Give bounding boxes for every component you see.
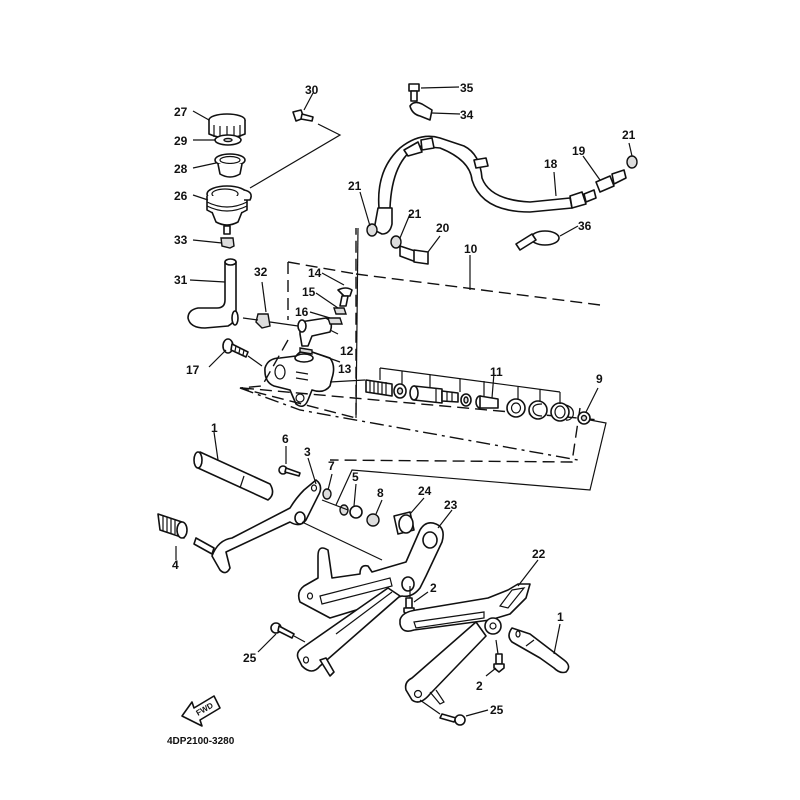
gasket-21-left bbox=[366, 223, 378, 237]
callout-19: 19 bbox=[572, 144, 586, 158]
union-bolt-20 bbox=[399, 245, 429, 265]
callout-35: 35 bbox=[460, 81, 474, 95]
callout-18: 18 bbox=[544, 157, 558, 171]
nut-5 bbox=[339, 504, 363, 519]
reservoir-tank bbox=[206, 185, 252, 235]
callout-9: 9 bbox=[596, 372, 603, 386]
reservoir-bolt bbox=[292, 109, 314, 122]
callout-31: 31 bbox=[174, 273, 188, 287]
fwd-arrow-icon: FWD bbox=[181, 695, 221, 727]
o-ring-13 bbox=[299, 347, 313, 355]
callout-36: 36 bbox=[578, 219, 592, 233]
gasket-21-mid bbox=[390, 235, 402, 249]
callout-3: 3 bbox=[304, 445, 311, 459]
mounting-bolt-17 bbox=[222, 338, 249, 358]
washer-7 bbox=[322, 488, 332, 500]
footrest-left bbox=[193, 451, 274, 501]
callout-12: 12 bbox=[340, 344, 354, 358]
bracket-bolt-25-right bbox=[439, 713, 466, 726]
hose-joint bbox=[297, 317, 333, 347]
master-cylinder-kit bbox=[365, 379, 574, 422]
nut-9 bbox=[577, 411, 591, 425]
callout-13: 13 bbox=[338, 362, 352, 376]
callout-23: 23 bbox=[444, 498, 458, 512]
callout-7: 7 bbox=[328, 459, 335, 473]
callout-6: 6 bbox=[282, 432, 289, 446]
callout-14: 14 bbox=[308, 266, 322, 280]
callout-20: 20 bbox=[436, 221, 450, 235]
callout-labels: 27 29 28 26 33 31 30 32 14 15 16 12 13 1… bbox=[172, 81, 636, 717]
collar-24 bbox=[393, 511, 415, 535]
bolt-35 bbox=[408, 83, 420, 102]
gasket-21-right bbox=[626, 155, 638, 169]
hose-holder-34 bbox=[409, 101, 433, 121]
nut-8 bbox=[366, 513, 380, 527]
callout-30: 30 bbox=[305, 83, 319, 97]
footrest-bracket-left bbox=[296, 522, 444, 677]
reservoir-hose bbox=[187, 258, 239, 329]
union-bolt-19 bbox=[595, 169, 627, 193]
callout-2-upper: 2 bbox=[430, 581, 437, 595]
callout-29: 29 bbox=[174, 134, 188, 148]
hose-clip-upper bbox=[220, 237, 235, 249]
callout-21-mid: 21 bbox=[408, 207, 422, 221]
diagram-code: 4DP2100-3280 bbox=[167, 736, 235, 747]
bracket-bolt-25-left bbox=[270, 622, 295, 639]
washer-15 bbox=[333, 307, 347, 315]
callout-25-left: 25 bbox=[243, 651, 257, 665]
callout-32: 32 bbox=[254, 265, 268, 279]
screw-14 bbox=[337, 287, 353, 307]
callout-24: 24 bbox=[418, 484, 432, 498]
callout-2-lower: 2 bbox=[476, 679, 483, 693]
brake-hose bbox=[373, 135, 597, 235]
callout-27: 27 bbox=[174, 105, 188, 119]
callout-16: 16 bbox=[295, 305, 309, 319]
footrest-bracket-right bbox=[399, 583, 531, 705]
callout-28: 28 bbox=[174, 162, 188, 176]
master-cylinder-body bbox=[264, 349, 335, 408]
callout-25-right: 25 bbox=[490, 703, 504, 717]
callout-11: 11 bbox=[490, 365, 503, 379]
callout-21-right: 21 bbox=[622, 128, 636, 142]
callout-10: 10 bbox=[464, 242, 478, 256]
callout-17: 17 bbox=[186, 363, 200, 377]
clamp-36 bbox=[515, 230, 560, 251]
callout-21-left: 21 bbox=[348, 179, 362, 193]
callout-26: 26 bbox=[174, 189, 188, 203]
callout-15: 15 bbox=[302, 285, 316, 299]
footrest-right bbox=[508, 627, 570, 674]
pedal-rubber bbox=[157, 513, 188, 539]
callout-22: 22 bbox=[532, 547, 546, 561]
reservoir-holder bbox=[214, 153, 246, 178]
callout-8: 8 bbox=[377, 486, 384, 500]
callout-1-left: 1 bbox=[211, 421, 218, 435]
bracket-bolt-2-lower bbox=[493, 653, 505, 673]
callout-33: 33 bbox=[174, 233, 188, 247]
callout-5: 5 bbox=[352, 470, 359, 484]
callout-1-right: 1 bbox=[557, 610, 564, 624]
hose-clip-lower bbox=[255, 313, 271, 329]
reservoir-diaphragm bbox=[214, 134, 242, 146]
callout-4: 4 bbox=[172, 558, 179, 572]
pivot-bolt-6 bbox=[278, 465, 301, 477]
callout-34: 34 bbox=[460, 108, 474, 122]
o-ring-16 bbox=[327, 317, 343, 325]
brake-pedal bbox=[193, 479, 322, 574]
